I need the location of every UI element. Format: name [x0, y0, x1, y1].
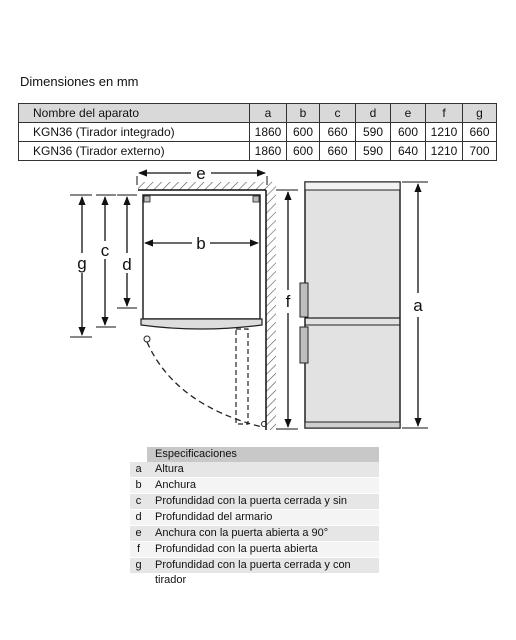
- cell: 660: [462, 122, 497, 142]
- spec-text: Profundidad del armario: [147, 510, 379, 525]
- column-header: a: [249, 103, 287, 123]
- dim-a-label: a: [413, 296, 423, 315]
- dim-e-label: e: [196, 165, 205, 183]
- cell: 600: [390, 122, 426, 142]
- spec-text: Profundidad con la puerta cerrada y sin …: [147, 494, 379, 522]
- list-item: d Profundidad del armario: [130, 510, 379, 526]
- dim-d-label: d: [122, 255, 131, 274]
- column-header: e: [390, 103, 426, 123]
- row-name: KGN36 (Tirador integrado): [18, 122, 250, 142]
- cell: 700: [462, 141, 497, 161]
- spec-letter: a: [130, 462, 147, 477]
- spec-text: Altura: [147, 462, 379, 477]
- spec-text: Profundidad con la puerta abierta: [147, 542, 379, 557]
- spec-letter: e: [130, 526, 147, 541]
- column-header: d: [355, 103, 391, 123]
- fridge-top: [304, 181, 401, 191]
- row-name: KGN36 (Tirador externo): [18, 141, 250, 161]
- column-header: g: [462, 103, 497, 123]
- upper-handle: [299, 282, 309, 318]
- cell: 660: [319, 122, 356, 142]
- wall-hatch-side: [266, 190, 276, 430]
- cell: 600: [286, 141, 320, 161]
- table-row: KGN36 (Tirador integrado) 1860 600 660 5…: [18, 122, 497, 142]
- dimensions-table: Nombre del aparato a b c d e f g KGN36 (…: [18, 103, 497, 161]
- list-item: c Profundidad con la puerta cerrada y si…: [130, 494, 379, 522]
- cell: 1860: [249, 141, 287, 161]
- side-view: a: [299, 181, 428, 429]
- table-row: KGN36 (Tirador externo) 1860 600 660 590…: [18, 141, 497, 161]
- fridge-base: [304, 421, 401, 429]
- dim-f-label: f: [286, 292, 291, 311]
- specifications-legend: Especificaciones a Altura b Anchura c Pr…: [130, 447, 379, 586]
- spec-letter: d: [130, 510, 147, 525]
- spec-text: Profundidad con la puerta cerrada y con …: [147, 558, 379, 586]
- list-item: f Profundidad con la puerta abierta: [130, 542, 379, 558]
- list-item: a Altura: [130, 462, 379, 478]
- cell: 640: [390, 141, 426, 161]
- cell: 660: [319, 141, 356, 161]
- cell: 1210: [425, 141, 463, 161]
- spec-letter: c: [130, 494, 147, 509]
- column-header-name: Nombre del aparato: [18, 103, 250, 123]
- column-header: c: [319, 103, 356, 123]
- cabinet-body: [142, 194, 261, 320]
- wall-hatch-top: [138, 182, 276, 190]
- dimension-diagram: b e g c d f: [70, 165, 428, 430]
- spec-text: Anchura con la puerta abierta a 90°: [147, 526, 379, 541]
- table-header-row: Nombre del aparato a b c d e f g: [18, 103, 497, 123]
- cell: 1860: [249, 122, 287, 142]
- fridge-body: [304, 181, 401, 429]
- specs-header: Especificaciones: [147, 447, 379, 462]
- dim-b-label: b: [196, 234, 205, 253]
- hinge-point: [143, 335, 151, 343]
- list-item: g Profundidad con la puerta cerrada y co…: [130, 558, 379, 586]
- cell: 590: [355, 122, 391, 142]
- cell: 1210: [425, 122, 463, 142]
- lower-handle: [299, 326, 309, 364]
- dim-c-label: c: [101, 241, 110, 260]
- door-edge-point: [261, 421, 267, 427]
- top-view: b e g c d f: [70, 165, 298, 430]
- door-closed: [140, 318, 263, 330]
- cabinet-foot: [252, 195, 260, 203]
- column-header: b: [286, 103, 320, 123]
- door-swing-arc: [146, 341, 263, 428]
- list-item: b Anchura: [130, 478, 379, 494]
- spec-text: Anchura: [147, 478, 379, 493]
- dim-g-label: g: [77, 254, 86, 273]
- column-header: f: [425, 103, 463, 123]
- door-open-outline: [235, 328, 249, 425]
- cabinet-foot: [143, 195, 151, 203]
- cell: 590: [355, 141, 391, 161]
- spec-letter: b: [130, 478, 147, 493]
- list-item: e Anchura con la puerta abierta a 90°: [130, 526, 379, 542]
- spec-letter: f: [130, 542, 147, 557]
- page-title: Dimensiones en mm: [20, 74, 139, 89]
- cell: 600: [286, 122, 320, 142]
- spec-letter: g: [130, 558, 147, 573]
